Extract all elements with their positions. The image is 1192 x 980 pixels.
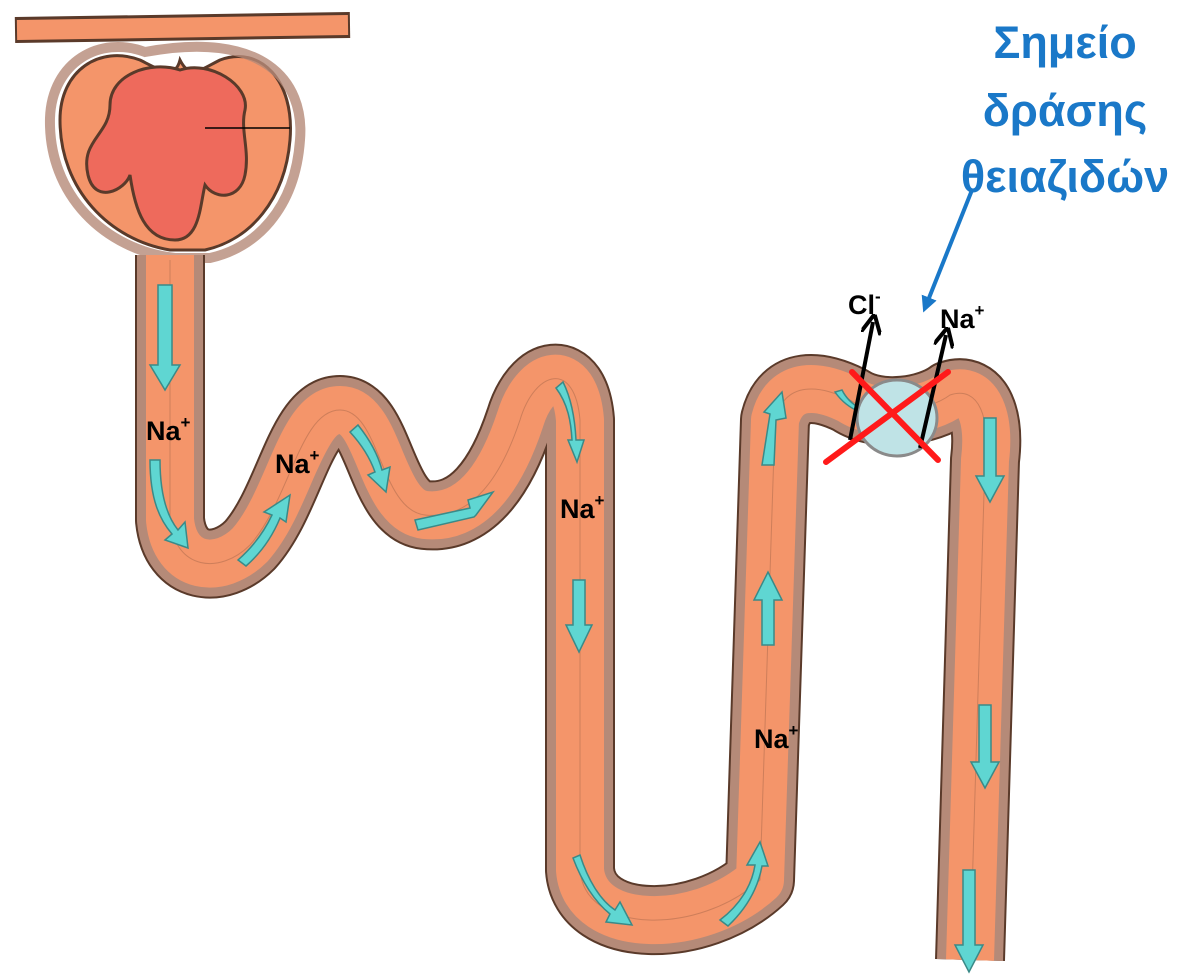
title-line-1: Σημείο [993,17,1136,68]
title-line-3: θειαζιδών [961,151,1169,202]
ion-label-na-5: Na+ [940,301,985,334]
ion-label-cl: Cl- [848,287,881,320]
pointer-arrow-icon [925,190,972,308]
afferent-vessel-fill [17,25,348,30]
title-line-2: δράσης [983,85,1147,136]
